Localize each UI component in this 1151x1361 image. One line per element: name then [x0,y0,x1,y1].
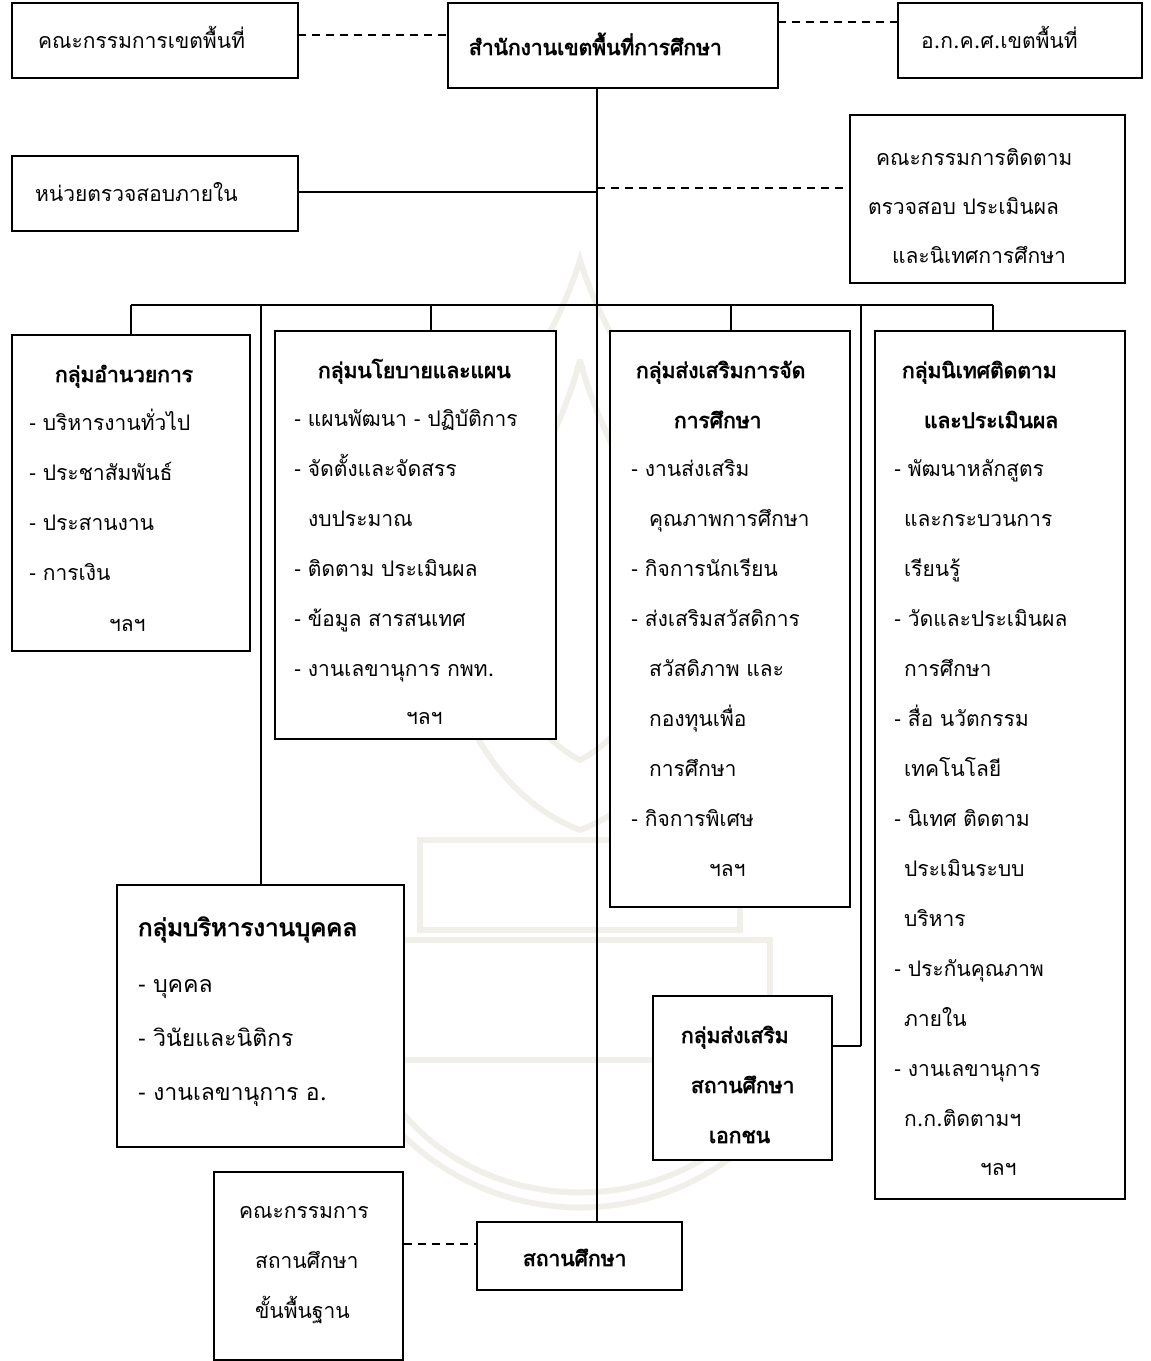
area-office-label: สำนักงานเขตพื้นที่การศึกษา [469,35,722,60]
school-committee-line-2: สถานศึกษา [255,1249,359,1273]
personnel-group-item: - บุคคล [138,972,213,998]
promotion-group-item: - งานส่งเสริม [631,457,750,481]
supervision-group-item: ก.ก.ติดตามฯ [904,1107,1022,1131]
supervision-group-item: - พัฒนาหลักสูตร [894,457,1044,481]
admin-group-etc: ฯลฯ [109,612,146,636]
supervision-group-item: - สื่อ นวัตกรรม [894,707,1029,731]
area-office-box: สำนักงานเขตพื้นที่การศึกษา [447,2,779,89]
promotion-group-item: - กิจการนักเรียน [631,557,778,581]
supervision-group-item: - นิเทศ ติดตาม [894,807,1030,831]
supervision-group-item: ประเมินระบบ [904,857,1025,881]
admin-group-title: กลุ่มอำนวยการ [55,362,194,387]
personnel-group-item: - งานเลขานุการ อ. [138,1080,327,1106]
policy-group-etc: ฯลฯ [406,705,443,729]
private-school-group-box: กลุ่มส่งเสริม สถานศึกษา เอกชน [652,995,833,1161]
policy-group-item: - ติดตาม ประเมินผล [294,557,478,581]
supervision-group-item: - วัดและประเมินผล [894,607,1068,631]
supervision-group-title-2: และประเมินผล [924,408,1059,433]
supervision-group-etc: ฯลฯ [980,1156,1017,1180]
promotion-group-item: การศึกษา [649,757,737,781]
internal-audit-box: หน่วยตรวจสอบภายใน [11,155,299,232]
area-personnel-committee-label: อ.ก.ค.ศ.เขตพื้นที่ [921,29,1078,53]
monitoring-committee-line-2: ตรวจสอบ ประเมินผล [868,195,1059,219]
admin-group-item: - ประสานงาน [29,511,155,535]
supervision-group-item: - งานเลขานุการ [894,1057,1041,1081]
monitoring-committee-line-1: คณะกรรมการติดตาม [876,146,1073,170]
internal-audit-label: หน่วยตรวจสอบภายใน [35,182,238,206]
policy-group-item: - งานเลขานุการ กพท. [294,657,495,681]
promotion-group-item: - กิจการพิเศษ [631,807,754,831]
policy-group-item: งบประมาณ [308,507,413,531]
admin-group-item: - การเงิน [29,561,111,585]
school-box: สถานศึกษา [476,1221,683,1291]
policy-group-item: - ข้อมูล สารสนเทศ [294,607,466,631]
promotion-group-item: สวัสดิภาพ และ [649,657,784,681]
promotion-group-title-2: การศึกษา [674,408,762,433]
policy-group-title: กลุ่มนโยบายและแผน [318,358,511,383]
promotion-group-item: - ส่งเสริมสวัสดิการ [631,607,800,631]
supervision-group-item: เทคโนโลยี [904,757,1002,781]
promotion-group-etc: ฯลฯ [709,857,746,881]
school-committee-box: คณะกรรมการ สถานศึกษา ขั้นพื้นฐาน [213,1171,404,1361]
admin-group-item: - ประชาสัมพันธ์ [29,461,173,485]
supervision-group-title-1: กลุ่มนิเทศติดตาม [902,358,1057,383]
school-committee-line-1: คณะกรรมการ [239,1199,369,1223]
promotion-group-item: คุณภาพการศึกษา [649,507,810,531]
policy-group-item: - จัดตั้งและจัดสรร [294,457,457,481]
supervision-group-item: - ประกันคุณภาพ [894,957,1044,981]
supervision-group-item: ภายใน [904,1007,967,1031]
private-school-group-line-2: สถานศึกษา [691,1073,795,1098]
school-committee-line-3: ขั้นพื้นฐาน [255,1299,350,1323]
area-committee-box: คณะกรรมการเขตพื้นที่ [11,2,299,79]
policy-group-item: - แผนพัฒนา - ปฏิบัติการ [294,407,518,431]
supervision-group-item: บริหาร [904,907,966,931]
private-school-group-line-3: เอกชน [709,1123,771,1148]
promotion-group-item: กองทุนเพื่อ [649,707,747,731]
monitoring-committee-box: คณะกรรมการติดตาม ตรวจสอบ ประเมินผล และนิ… [849,114,1126,284]
monitoring-committee-line-3: และนิเทศการศึกษา [892,244,1066,268]
area-personnel-committee-box: อ.ก.ค.ศ.เขตพื้นที่ [897,2,1143,79]
admin-group-item: - บริหารงานทั่วไป [29,411,191,435]
school-label: สถานศึกษา [523,1246,627,1271]
private-school-group-line-1: กลุ่มส่งเสริม [681,1023,789,1048]
personnel-group-box: กลุ่มบริหารงานบุคคล - บุคคล - วินัยและนิ… [116,884,405,1148]
supervision-group-box: กลุ่มนิเทศติดตาม และประเมินผล - พัฒนาหลั… [874,330,1126,1200]
personnel-group-item: - วินัยและนิติกร [138,1026,294,1052]
policy-group-box: กลุ่มนโยบายและแผน - แผนพัฒนา - ปฏิบัติกา… [274,330,557,740]
area-committee-label: คณะกรรมการเขตพื้นที่ [38,29,245,53]
admin-group-box: กลุ่มอำนวยการ - บริหารงานทั่วไป - ประชาส… [11,334,251,652]
supervision-group-item: การศึกษา [904,657,992,681]
personnel-group-title: กลุ่มบริหารงานบุคคล [138,913,358,942]
supervision-group-item: และกระบวนการ [904,507,1053,531]
promotion-group-box: กลุ่มส่งเสริมการจัด การศึกษา - งานส่งเสร… [609,330,851,908]
promotion-group-title-1: กลุ่มส่งเสริมการจัด [636,358,806,383]
supervision-group-item: เรียนรู้ [904,557,961,581]
